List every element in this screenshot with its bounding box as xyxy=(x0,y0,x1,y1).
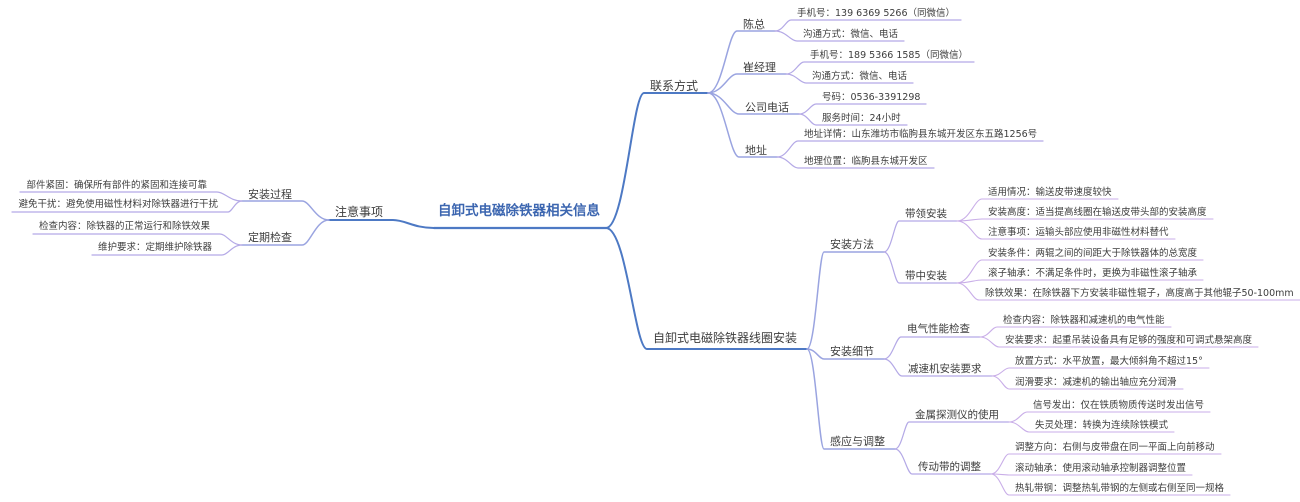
branch-contact-info[interactable]: 联系方式 xyxy=(650,79,699,93)
branch-connector xyxy=(1008,411,1211,423)
sub-branch-node[interactable]: 安装细节 xyxy=(830,345,874,358)
branch-connector xyxy=(979,336,1259,348)
leaf-node[interactable]: 地址详情：山东潍坊市临朐县东城开发区东五路1256号 xyxy=(804,129,1038,140)
branch-connector xyxy=(707,92,778,158)
branch-connector xyxy=(956,259,1204,284)
leaf-node[interactable]: 检查内容：除铁器和减速机的电气性能 xyxy=(1003,315,1165,326)
branch-connector xyxy=(806,348,885,360)
leaf-node[interactable]: 调整方向：右侧与皮带盘在同一平面上向前移动 xyxy=(1015,442,1215,453)
leaf-node[interactable]: 避免干扰：避免使用磁性材料对除铁器进行干扰 xyxy=(18,199,218,210)
leaf-node[interactable]: 安装条件：两辊之间的间距大于除铁器体的总宽度 xyxy=(988,248,1198,259)
branch-connector xyxy=(241,200,330,221)
branch-connector xyxy=(883,336,981,360)
branch-coil-installation[interactable]: 自卸式电磁除铁器线圈安装 xyxy=(653,331,798,345)
sub-branch-node[interactable]: 地址 xyxy=(745,144,767,157)
sub-branch-node[interactable]: 定期检查 xyxy=(248,231,292,244)
branch-connector xyxy=(991,367,1210,377)
sub-branch-node[interactable]: 感应与调整 xyxy=(830,435,885,448)
sub-branch-node[interactable]: 安装过程 xyxy=(248,188,292,201)
branch-connector xyxy=(798,103,927,115)
branch-connector xyxy=(707,92,800,115)
leaf-node[interactable]: 失灵处理：转换为连续除铁模式 xyxy=(1035,420,1169,431)
branch-connector xyxy=(883,358,993,377)
sub-branch-node[interactable]: 带中安装 xyxy=(905,270,947,282)
leaf-node[interactable]: 沟通方式：微信、电话 xyxy=(803,29,899,40)
leaf-node[interactable]: 检查内容：除铁器的正常运行和除铁效果 xyxy=(38,221,210,232)
sub-branch-node[interactable]: 公司电话 xyxy=(745,101,789,114)
leaf-node[interactable]: 滚子轴承：不满足条件时，更换为非磁性滚子轴承 xyxy=(988,268,1198,279)
leaf-node[interactable]: 润滑要求：减速机的输出轴应充分润滑 xyxy=(1015,377,1177,388)
branch-connector xyxy=(883,220,958,253)
central-topic[interactable]: 自卸式电磁除铁器相关信息 xyxy=(438,203,600,219)
leaf-node[interactable]: 服务时间：24小时 xyxy=(822,113,901,124)
leaf-node[interactable]: 手机号：189 5366 1585（同微信） xyxy=(810,50,969,61)
leaf-node[interactable]: 维护要求：定期维护除铁器 xyxy=(97,242,212,253)
branch-precautions[interactable]: 注意事项 xyxy=(334,205,383,219)
branch-connector xyxy=(241,219,330,246)
branch-connector xyxy=(776,156,935,169)
branch-connector xyxy=(32,233,243,246)
leaf-node[interactable]: 滚动轴承：使用滚动轴承控制器调整位置 xyxy=(1015,463,1187,474)
branch-connector xyxy=(956,282,1300,301)
branch-connector xyxy=(956,220,1176,240)
branch-connector xyxy=(806,251,885,350)
leaf-node[interactable]: 手机号：139 6369 5266（同微信） xyxy=(797,8,956,19)
leaf-node[interactable]: 适用情况：输送皮带速度较快 xyxy=(988,187,1112,198)
leaf-node[interactable]: 注意事项：运输头部应使用非磁性材料替代 xyxy=(988,227,1169,238)
branch-connector xyxy=(990,453,1222,475)
branch-connector xyxy=(19,191,243,202)
sub-branch-node[interactable]: 传动带的调整 xyxy=(918,461,981,473)
branch-connector xyxy=(956,198,1119,222)
leaf-node[interactable]: 沟通方式：微信、电话 xyxy=(812,71,908,82)
branch-connector xyxy=(328,219,435,229)
leaf-node[interactable]: 信号发出：仅在铁质物质传送时发出信号 xyxy=(1033,400,1205,411)
leaf-node[interactable]: 安装要求：起重吊装设备具有足够的强度和可调式悬架高度 xyxy=(1005,335,1253,346)
branch-connector xyxy=(894,421,1010,450)
branch-connector xyxy=(605,92,709,229)
branch-connector xyxy=(605,227,808,350)
branch-connector xyxy=(1008,421,1175,433)
sub-branch-node[interactable]: 电气性能检查 xyxy=(907,323,970,335)
branch-connector xyxy=(956,218,1214,222)
sub-branch-node[interactable]: 带领安装 xyxy=(905,208,947,220)
branch-connector xyxy=(91,244,243,256)
branch-connector xyxy=(785,61,975,75)
leaf-node[interactable]: 号码：0536-3391298 xyxy=(822,92,921,103)
branch-connector xyxy=(990,473,1231,496)
branch-connector xyxy=(785,73,914,84)
branch-connector xyxy=(991,375,1184,390)
leaf-node[interactable]: 热轧带钢：调整热轧带钢的左侧或右侧至同一规格 xyxy=(1015,483,1225,494)
sub-branch-node[interactable]: 陈总 xyxy=(743,18,765,31)
sub-branch-node[interactable]: 安装方法 xyxy=(830,238,874,251)
leaf-node[interactable]: 除铁效果：在除铁器下方安装非磁性辊子，高度高于其他辊子50-100mm xyxy=(985,288,1294,299)
branch-connector xyxy=(776,140,1044,158)
leaf-node[interactable]: 地理位置：临朐县东城开发区 xyxy=(804,156,928,167)
sub-branch-node[interactable]: 减速机安装要求 xyxy=(908,363,982,375)
branch-connector xyxy=(707,30,776,94)
leaf-node[interactable]: 部件紧固：确保所有部件的紧固和连接可靠 xyxy=(26,180,207,191)
branch-connector xyxy=(798,113,908,126)
branch-connector xyxy=(894,448,992,475)
leaf-node[interactable]: 放置方式：水平放置，最大倾斜角不超过15° xyxy=(1015,356,1203,367)
branch-connector xyxy=(11,200,243,213)
leaf-node[interactable]: 安装高度：适当提高线圈在输送皮带头部的安装高度 xyxy=(988,207,1207,218)
branch-connector xyxy=(707,73,787,94)
branch-connector xyxy=(806,348,896,450)
branch-connector xyxy=(774,30,905,42)
branch-connector xyxy=(883,251,958,284)
branch-connector xyxy=(956,279,1204,284)
sub-branch-node[interactable]: 金属探测仪的使用 xyxy=(915,409,999,421)
branch-connector xyxy=(979,326,1172,338)
sub-branch-node[interactable]: 崔经理 xyxy=(743,61,776,74)
